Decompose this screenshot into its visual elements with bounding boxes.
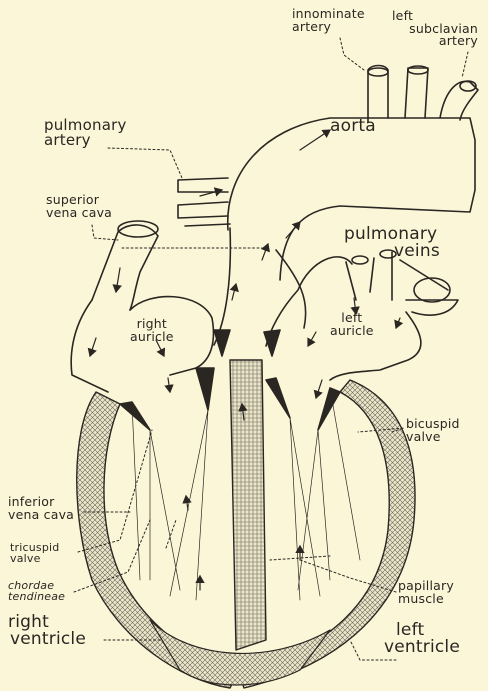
label-inferior-vena-cava: inferior vena cava — [8, 496, 74, 521]
label-bicuspid-valve: bicuspid valve — [406, 418, 460, 443]
label-right-auricle: right auricle — [130, 318, 174, 343]
label-pulmonary-veins: pulmonary veins — [344, 226, 440, 260]
label-chordae-tendineae: chordae tendineae — [8, 580, 65, 602]
superior-vena-cava-vessel — [92, 225, 158, 310]
label-aorta: aorta — [330, 118, 376, 135]
tricuspid-valve-flaps — [120, 368, 214, 430]
label-superior-vena-cava: superior vena cava — [46, 194, 112, 219]
label-pulmonary-artery: pulmonary artery — [44, 118, 127, 148]
interventricular-septum — [230, 360, 266, 650]
label-right-ventricle: right ventricle — [8, 614, 86, 648]
label-tricuspid-valve: tricuspid valve — [10, 542, 59, 564]
label-left-ventricle: left ventricle — [384, 622, 460, 656]
pulmonary-trunk — [214, 228, 306, 345]
left-common-carotid-vessel — [405, 68, 428, 118]
innominate-artery-vessel — [368, 66, 388, 123]
label-innominate-artery: innominate artery — [292, 8, 365, 33]
label-left-auricle: left auricle — [330, 312, 374, 337]
right-auricle-wall — [71, 297, 213, 392]
pulmonary-artery-branches — [178, 178, 230, 226]
bicuspid-valve-flaps — [266, 378, 340, 430]
label-left-subclavian-artery: left subclavian artery — [392, 10, 478, 48]
right-ventricle-wall — [77, 392, 238, 688]
left-subclavian-vessel — [440, 81, 478, 120]
label-papillary-muscle: papillary muscle — [398, 580, 454, 605]
